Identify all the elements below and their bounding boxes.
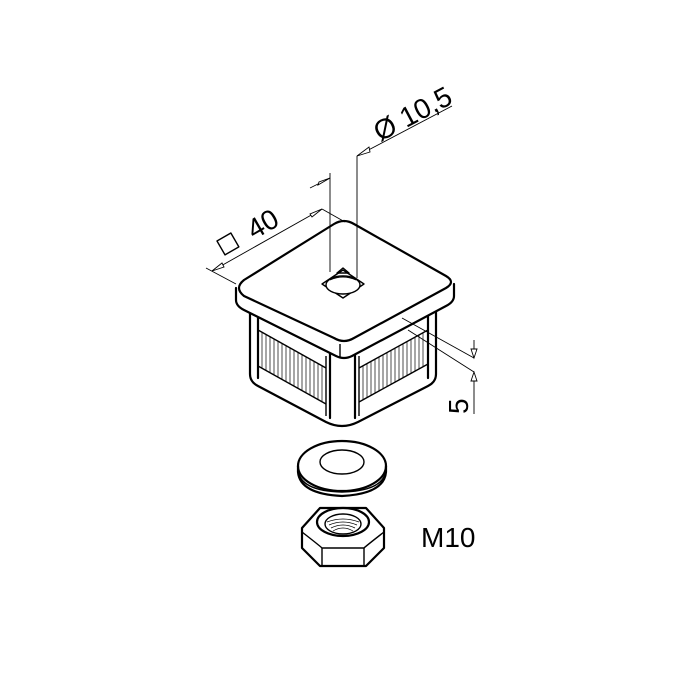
hole-diameter-label: Ø 10,5	[368, 80, 457, 147]
height-label: 5	[443, 398, 474, 414]
cap-hole	[321, 267, 365, 299]
dimension-height: 5	[401, 317, 478, 414]
hex-nut	[300, 506, 386, 568]
ribs-right	[358, 329, 429, 403]
nut-thread	[326, 518, 360, 532]
ribs-left	[257, 329, 327, 405]
washer	[296, 439, 388, 498]
cap-plug	[248, 306, 438, 428]
thread-size-label: M10	[421, 522, 475, 553]
square-size-label: 40	[242, 203, 284, 245]
square-symbol-icon	[216, 232, 240, 256]
